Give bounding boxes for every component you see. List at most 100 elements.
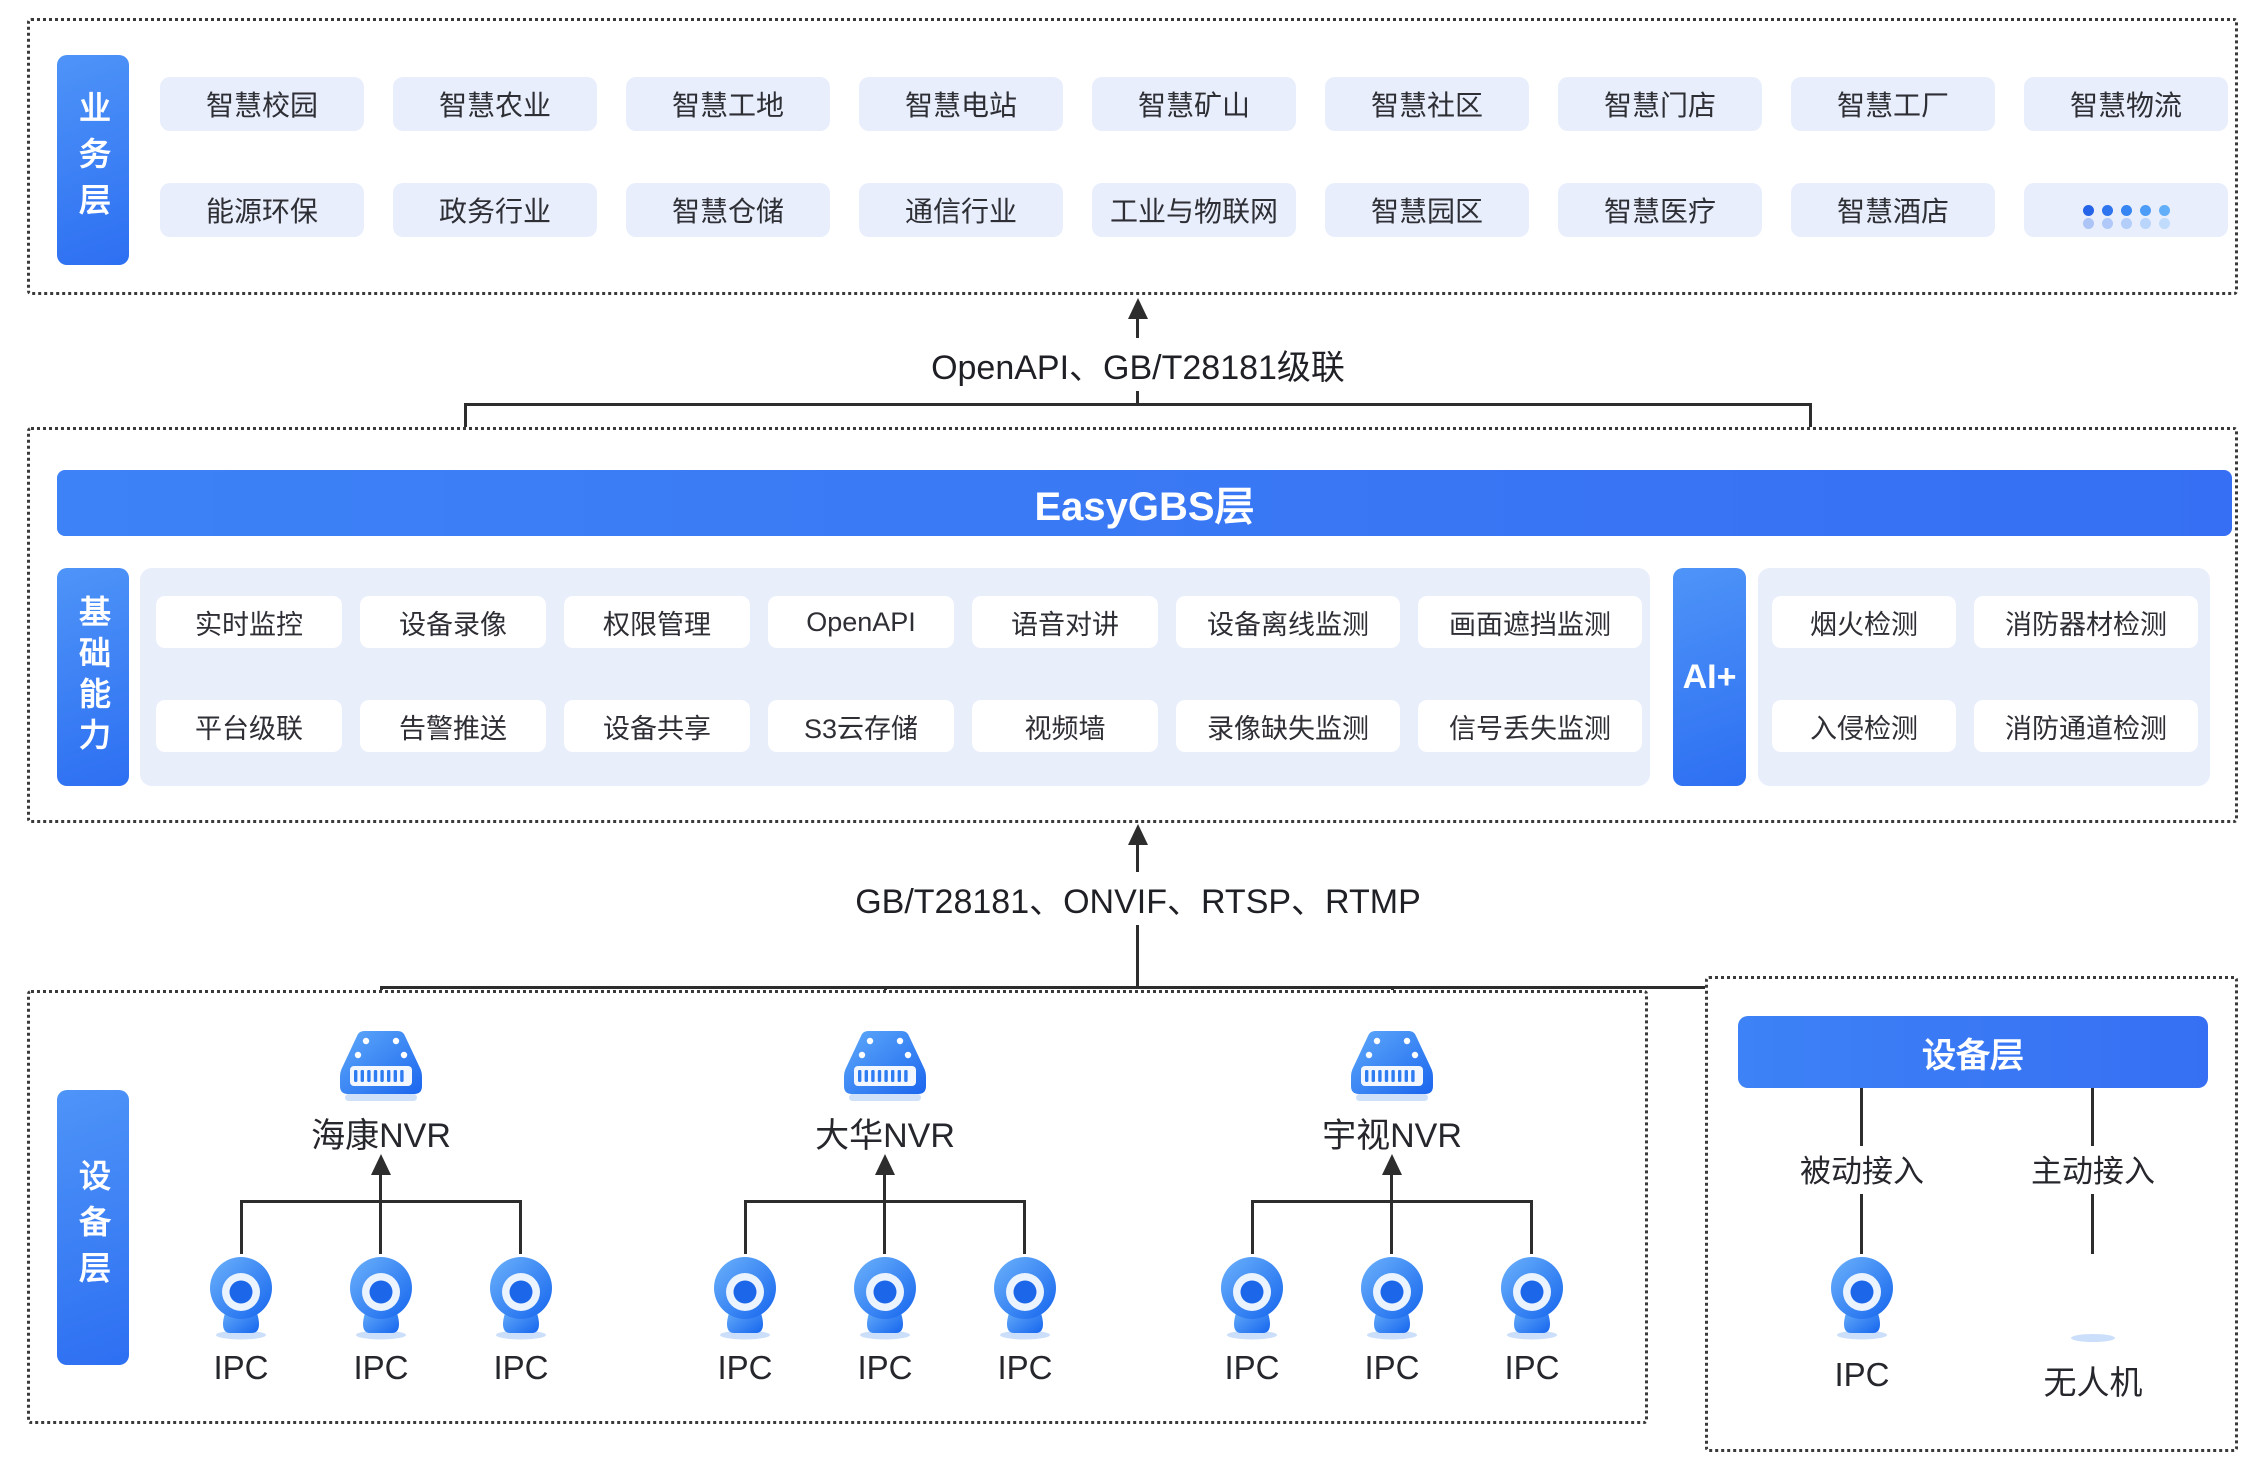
business-chip: 智慧工地: [626, 77, 830, 131]
business-chip: 智慧园区: [1325, 183, 1529, 237]
group-bracket-line: [1251, 1200, 1533, 1203]
group-shaft-line: [1390, 1172, 1393, 1254]
group-bracket-line: [744, 1200, 1026, 1203]
camera-cell: IPC: [1322, 1254, 1462, 1387]
camera-label: IPC: [717, 1349, 773, 1386]
business-chip: 智慧门店: [1558, 77, 1762, 131]
capability-chip: S3云存储: [768, 700, 954, 752]
ipc-camera-icon: [1494, 1254, 1570, 1345]
camera-label: IPC: [1504, 1349, 1560, 1386]
camera-label: IPC: [1364, 1349, 1420, 1386]
camera-label: IPC: [997, 1349, 1053, 1386]
easygbs-bar: EasyGBS层: [57, 470, 2232, 536]
device-layer-label: 设备层: [57, 1090, 129, 1365]
business-layer-label: 业务层: [57, 55, 129, 265]
connector-top-label: OpenAPI、GB/T28181级联: [913, 338, 1363, 391]
group-left-line: [744, 1200, 747, 1254]
capability-chip: 设备共享: [564, 700, 750, 752]
nvr-group: 大华NVR: [675, 1028, 1095, 1387]
ipc-camera-icon: [1214, 1254, 1290, 1345]
connector-bottom-label: GB/T28181、ONVIF、RTSP、RTMP: [837, 872, 1439, 925]
camera-label: IPC: [213, 1349, 269, 1386]
arrow-up-icon: [875, 1154, 895, 1175]
connector-bottom-bus: [380, 986, 2094, 989]
capability-chip: 设备离线监测: [1176, 596, 1400, 648]
business-chip: 智慧农业: [393, 77, 597, 131]
nvr-name: 宇视NVR: [1322, 1117, 1462, 1155]
camera-row: IPC: [171, 1254, 591, 1387]
business-chip: 智慧校园: [160, 77, 364, 131]
business-chip: 智慧物流: [2024, 77, 2228, 131]
device-name-label: IPC: [1834, 1356, 1890, 1393]
nvr-name: 海康NVR: [311, 1117, 451, 1155]
camera-row: IPC: [675, 1254, 1095, 1387]
ipc-camera-icon: [343, 1254, 419, 1345]
group-bracket-line: [240, 1200, 522, 1203]
business-chip: 智慧电站: [859, 77, 1063, 131]
access-line-bottom: [1860, 1194, 1863, 1254]
camera-row: IPC: [1182, 1254, 1602, 1387]
access-columns: 被动接入: [1752, 1088, 2203, 1438]
capability-chip: 信号丢失监测: [1418, 700, 1642, 752]
group-right-line: [1530, 1200, 1533, 1254]
nvr-icon: [837, 1028, 933, 1107]
ipc-camera-icon: [987, 1254, 1063, 1345]
camera-label: IPC: [493, 1349, 549, 1386]
camera-label: IPC: [353, 1349, 409, 1386]
arrow-up-icon: [1128, 298, 1148, 319]
nvr-name: 大华NVR: [815, 1117, 955, 1155]
business-chip: 智慧医疗: [1558, 183, 1762, 237]
camera-label: IPC: [857, 1349, 913, 1386]
ai-capability-chip: 入侵检测: [1772, 700, 1956, 752]
ipc-camera-icon: [203, 1254, 279, 1345]
ai-capability-chip: 消防器材检测: [1974, 596, 2198, 648]
arrow-up-icon: [1382, 1154, 1402, 1175]
business-row-1: 智慧校园智慧农业智慧工地智慧电站智慧矿山智慧社区智慧门店智慧工厂智慧物流: [160, 77, 2228, 131]
camera-cell: IPC: [955, 1254, 1095, 1387]
camera-cell: IPC: [675, 1254, 815, 1387]
access-mode-label: 主动接入: [1983, 1146, 2203, 1191]
ipc-camera-icon: [707, 1254, 783, 1345]
camera-cell: IPC: [1462, 1254, 1602, 1387]
capability-chip: 设备录像: [360, 596, 546, 648]
group-shaft-line: [883, 1172, 886, 1254]
capability-chip: 语音对讲: [972, 596, 1158, 648]
group-shaft-line: [379, 1172, 382, 1254]
base-capability-label: 基础能力: [57, 568, 129, 786]
ipc-camera-icon: [1354, 1254, 1430, 1345]
business-chip: 智慧工厂: [1791, 77, 1995, 131]
nvr-icon: [1344, 1028, 1440, 1107]
group-right-line: [1023, 1200, 1026, 1254]
access-mode-label: 被动接入: [1752, 1146, 1972, 1191]
business-chip: 通信行业: [859, 183, 1063, 237]
business-chip: 智慧社区: [1325, 77, 1529, 131]
camera-label: IPC: [1224, 1349, 1280, 1386]
camera-cell: IPC: [815, 1254, 955, 1387]
business-chip: 政务行业: [393, 183, 597, 237]
ai-capability-chip: 消防通道检测: [1974, 700, 2198, 752]
ipc-camera-icon: [483, 1254, 559, 1345]
device-icon: [1983, 1254, 2203, 1342]
capability-chip: 录像缺失监测: [1176, 700, 1400, 752]
ipc-camera-icon: [847, 1254, 923, 1345]
ai-row-1: 烟火检测消防器材检测: [1772, 596, 2198, 648]
camera-cell: IPC: [451, 1254, 591, 1387]
access-column: 被动接入: [1752, 1088, 1972, 1438]
camera-cell: IPC: [171, 1254, 311, 1387]
capability-chip: 画面遮挡监测: [1418, 596, 1642, 648]
arrow-up-icon: [1128, 824, 1148, 845]
capability-chip: 实时监控: [156, 596, 342, 648]
ai-capability-chip: 烟火检测: [1772, 596, 1956, 648]
device-name-label: 无人机: [2043, 1364, 2143, 1401]
device-icon: [1752, 1254, 1972, 1340]
connector-top-bracket: [464, 403, 1812, 406]
nvr-group: 宇视NVR: [1182, 1028, 1602, 1387]
group-right-line: [519, 1200, 522, 1254]
business-chip: [2024, 183, 2228, 237]
camera-cell: IPC: [1182, 1254, 1322, 1387]
business-chip: 智慧矿山: [1092, 77, 1296, 131]
business-chip: 工业与物联网: [1092, 183, 1296, 237]
capability-chip: 视频墙: [972, 700, 1158, 752]
nvr-group: 海康NVR: [171, 1028, 591, 1387]
